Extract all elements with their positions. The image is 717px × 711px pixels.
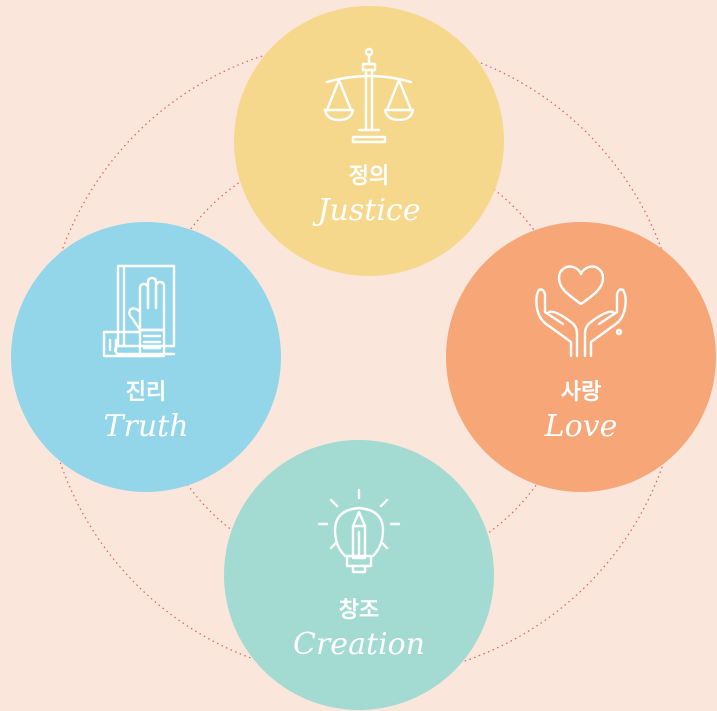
- node-justice: 정의 Justice: [234, 6, 504, 276]
- scales-icon: [319, 44, 419, 144]
- justice-label-ko: 정의: [348, 164, 390, 189]
- love-label-ko: 사랑: [560, 380, 602, 405]
- node-truth: 진리 Truth: [11, 222, 281, 492]
- creation-label-en: Creation: [293, 627, 425, 662]
- justice-label-en: Justice: [317, 193, 421, 228]
- hand-on-book-icon: [96, 260, 196, 360]
- lightbulb-pencil-icon: [309, 486, 409, 586]
- node-love: 사랑 Love: [446, 222, 716, 492]
- creation-label-ko: 창조: [338, 598, 380, 623]
- love-label-en: Love: [544, 409, 618, 444]
- node-creation: 창조 Creation: [224, 440, 494, 710]
- truth-label-en: Truth: [103, 409, 189, 444]
- hands-holding-heart-icon: [531, 260, 631, 360]
- truth-label-ko: 진리: [125, 380, 167, 405]
